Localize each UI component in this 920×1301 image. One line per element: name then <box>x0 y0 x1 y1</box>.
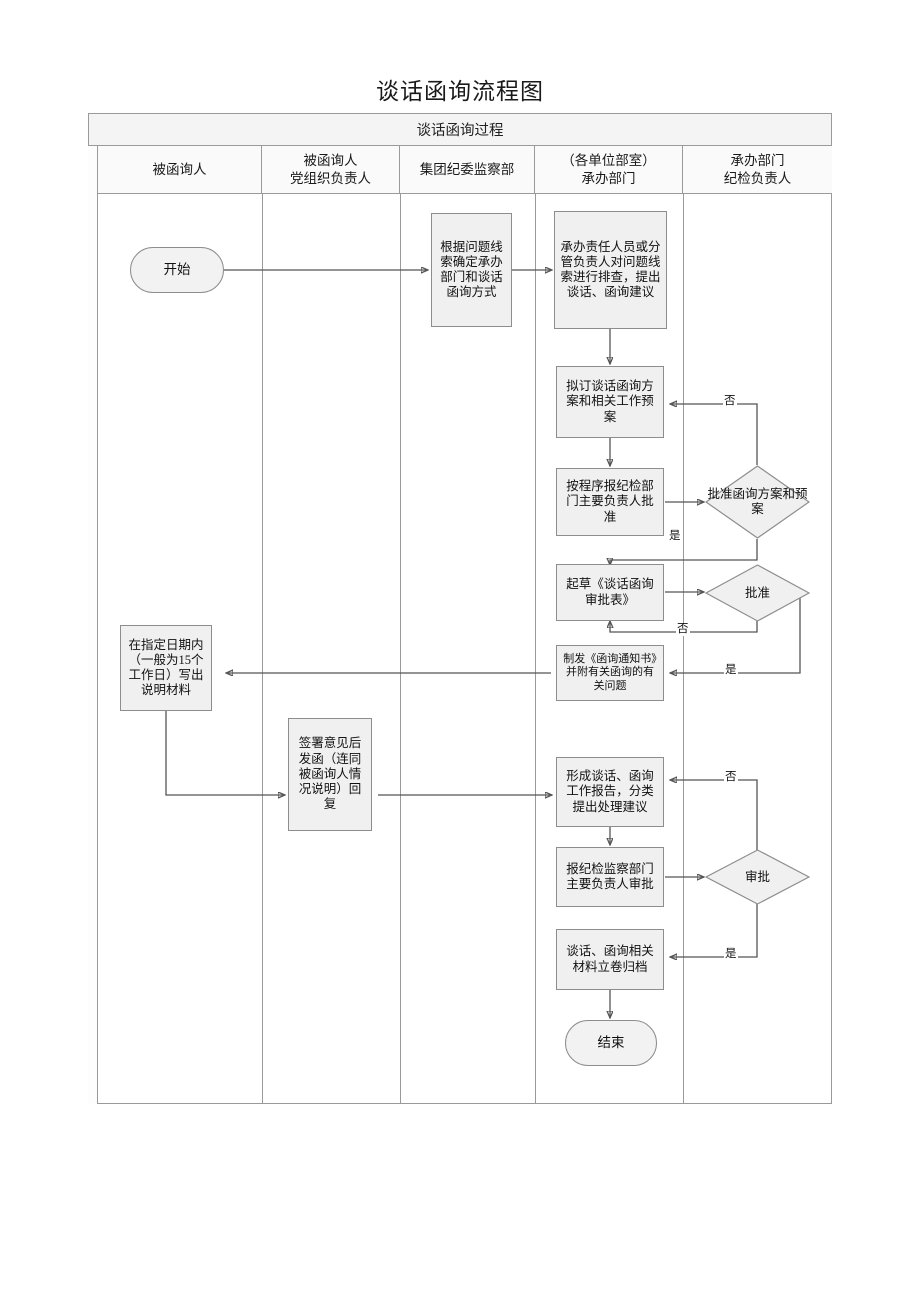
node-written-explanation-label: 在指定日期内（一般为15个工作日）写出说明材料 <box>128 637 204 698</box>
column-header-0: 被函询人 <box>98 146 262 193</box>
column-header-4-label: 承办部门纪检负责人 <box>723 153 792 186</box>
node-screen-clues-label: 承办责任人员或分管负责人对问题线索进行排查，提出谈话、函询建议 <box>560 239 661 300</box>
node-end-label: 结束 <box>597 1034 625 1050</box>
node-end[interactable]: 结束 <box>565 1020 657 1066</box>
node-determine-dept[interactable]: 根据问题线索确定承办部门和谈话函询方式 <box>431 213 512 327</box>
page-title: 谈话函询流程图 <box>376 79 544 104</box>
node-draft-form[interactable]: 起草《谈话函询审批表》 <box>556 564 664 621</box>
lane-divider-4 <box>683 194 684 1104</box>
edge-label-plan-no: 否 <box>723 395 737 408</box>
node-approve-plan[interactable]: 批准函询方案和预案 <box>705 465 810 539</box>
node-written-explanation[interactable]: 在指定日期内（一般为15个工作日）写出说明材料 <box>120 625 212 711</box>
column-header-1-label: 被函询人党组织负责人 <box>290 153 371 186</box>
node-draft-plan[interactable]: 拟订谈话函询方案和相关工作预案 <box>556 366 664 438</box>
node-archive[interactable]: 谈话、函询相关材料立卷归档 <box>556 929 664 990</box>
column-header-2: 集团纪委监察部 <box>400 146 535 193</box>
node-sign-and-reply-label: 签署意见后发函（连同被函询人情况说明）回复 <box>298 736 362 812</box>
node-draft-plan-label: 拟订谈话函询方案和相关工作预案 <box>566 379 654 424</box>
edge-label-form-yes: 是 <box>724 664 738 677</box>
edge-label-review-no: 否 <box>724 771 738 784</box>
diamond-icon <box>705 465 810 539</box>
lane-divider-2 <box>400 194 401 1104</box>
node-archive-label: 谈话、函询相关材料立卷归档 <box>566 944 654 974</box>
node-issue-notice-label: 制发《函询通知书》并附有关函询的有关问题 <box>563 652 657 692</box>
node-report-approval-label: 按程序报纪检部门主要负责人批准 <box>566 479 654 524</box>
node-report-approval[interactable]: 按程序报纪检部门主要负责人批准 <box>556 468 664 536</box>
node-form-report[interactable]: 形成谈话、函询工作报告，分类提出处理建议 <box>556 757 664 827</box>
column-header-4: 承办部门纪检负责人 <box>683 146 832 193</box>
node-screen-clues[interactable]: 承办责任人员或分管负责人对问题线索进行排查，提出谈话、函询建议 <box>554 211 667 329</box>
column-header-2-label: 集团纪委监察部 <box>419 161 515 177</box>
node-final-review[interactable]: 审批 <box>705 849 810 905</box>
node-draft-form-label: 起草《谈话函询审批表》 <box>566 577 654 607</box>
lane-spine <box>88 146 98 1104</box>
edge-label-review-yes: 是 <box>724 948 738 961</box>
process-band: 谈话函询过程 <box>88 113 832 146</box>
node-form-report-label: 形成谈话、函询工作报告，分类提出处理建议 <box>566 769 654 814</box>
node-report-leader[interactable]: 报纪检监察部门主要负责人审批 <box>556 847 664 907</box>
diamond-icon <box>705 564 810 622</box>
column-header-3-label: （各单位部室）承办部门 <box>561 153 656 186</box>
node-sign-and-reply[interactable]: 签署意见后发函（连同被函询人情况说明）回复 <box>288 718 372 831</box>
column-header-0-label: 被函询人 <box>152 161 207 177</box>
column-header-row: 被函询人 被函询人党组织负责人 集团纪委监察部 （各单位部室）承办部门 承办部门… <box>98 146 832 194</box>
node-approve-form[interactable]: 批准 <box>705 564 810 622</box>
node-report-leader-label: 报纪检监察部门主要负责人审批 <box>566 861 654 891</box>
lane-divider-1 <box>262 194 263 1104</box>
node-issue-notice[interactable]: 制发《函询通知书》并附有关函询的有关问题 <box>556 645 664 701</box>
node-start-label: 开始 <box>163 261 191 277</box>
process-band-label: 谈话函询过程 <box>416 123 504 139</box>
lane-divider-3 <box>535 194 536 1104</box>
edge-label-plan-yes: 是 <box>668 530 682 543</box>
edge-label-form-no: 否 <box>676 623 690 636</box>
column-header-3: （各单位部室）承办部门 <box>535 146 683 193</box>
diamond-icon <box>705 849 810 905</box>
node-determine-dept-label: 根据问题线索确定承办部门和谈话函询方式 <box>440 239 503 300</box>
node-start[interactable]: 开始 <box>130 247 224 293</box>
column-header-1: 被函询人党组织负责人 <box>262 146 400 193</box>
